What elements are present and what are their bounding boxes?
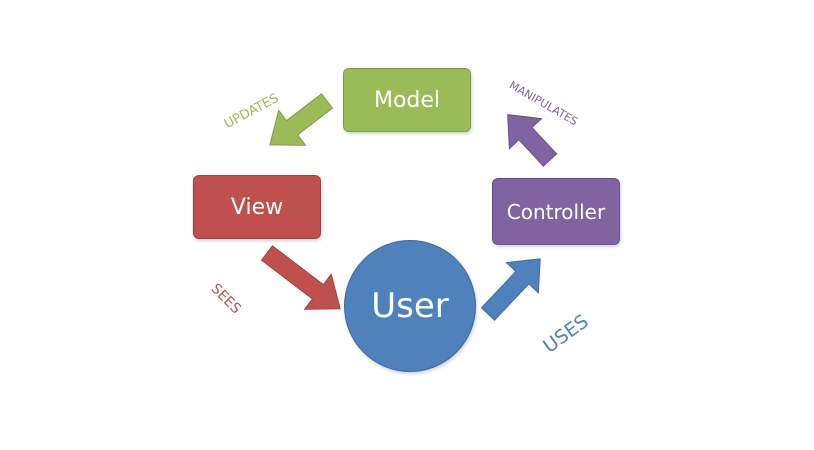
model-label: Model [373,87,441,113]
controller-node: Controller [492,178,620,245]
controller-label: Controller [506,199,606,224]
manipulates-arrow [507,114,558,167]
model-node: Model [343,68,471,132]
user-label: User [371,286,449,326]
updates-arrow [269,93,334,146]
user-node: User [344,240,476,372]
view-node: View [193,175,321,239]
uses-arrow [480,258,541,321]
view-label: View [230,194,284,220]
sees-arrow [260,245,341,310]
